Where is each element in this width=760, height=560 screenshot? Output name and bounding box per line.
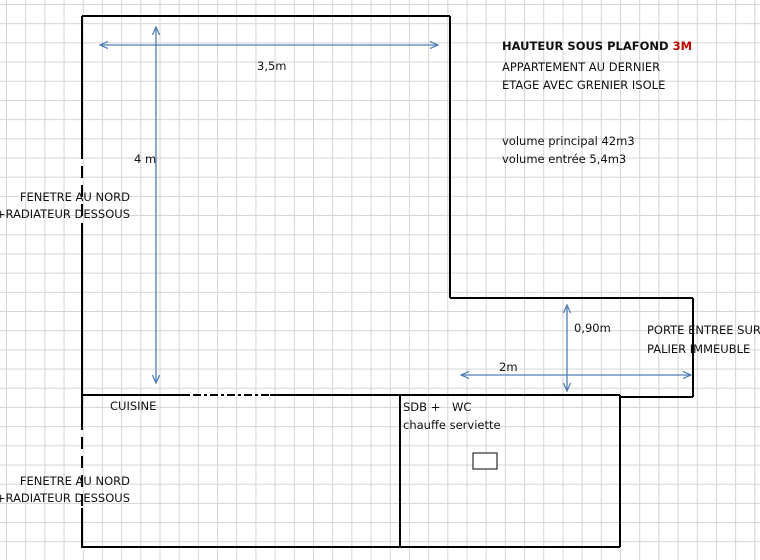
upper-window-line2: +RADIATEUR DESSOUS — [0, 207, 130, 221]
entrance-door-line1: PORTE ENTREE SUR — [647, 323, 760, 337]
kitchen-label: CUISINE — [110, 399, 157, 413]
door-gap-dimension-label: 0,90m — [574, 321, 611, 335]
ceiling-height-prefix: HAUTEUR SOUS PLAFOND — [502, 39, 669, 53]
towel-heater-label: chauffe serviette — [403, 418, 501, 432]
entrance-door-line2: PALIER IMMEUBLE — [647, 342, 751, 356]
corridor-dimension-label: 2m — [499, 360, 518, 374]
apartment-note-line1: APPARTEMENT AU DERNIER — [502, 60, 661, 74]
height-dimension-label: 4 m — [134, 152, 157, 166]
lower-window-line1: FENETRE AU NORD — [19, 474, 130, 488]
entry-volume-label: volume entrée 5,4m3 — [502, 152, 627, 166]
width-dimension-label: 3,5m — [257, 59, 287, 73]
ceiling-height-title: HAUTEUR SOUS PLAFOND 3M — [502, 38, 692, 55]
bathroom-label: SDB + — [403, 400, 441, 414]
main-volume-label: volume principal 42m3 — [502, 134, 635, 148]
upper-window-label: FENETRE AU NORD +RADIATEUR DESSOUS — [0, 189, 130, 223]
lower-window-line2: +RADIATEUR DESSOUS — [0, 491, 130, 505]
upper-window-line1: FENETRE AU NORD — [19, 190, 130, 204]
entrance-door-label: PORTE ENTREE SUR PALIER IMMEUBLE — [647, 321, 760, 359]
lower-window-label: FENETRE AU NORD +RADIATEUR DESSOUS — [0, 473, 130, 507]
towel-heater-box — [472, 452, 498, 470]
ceiling-height-value: 3M — [672, 39, 693, 53]
apartment-note-line2: ETAGE AVEC GRENIER ISOLE — [502, 78, 666, 92]
walls — [81, 15, 694, 548]
wc-label: WC — [452, 400, 472, 414]
